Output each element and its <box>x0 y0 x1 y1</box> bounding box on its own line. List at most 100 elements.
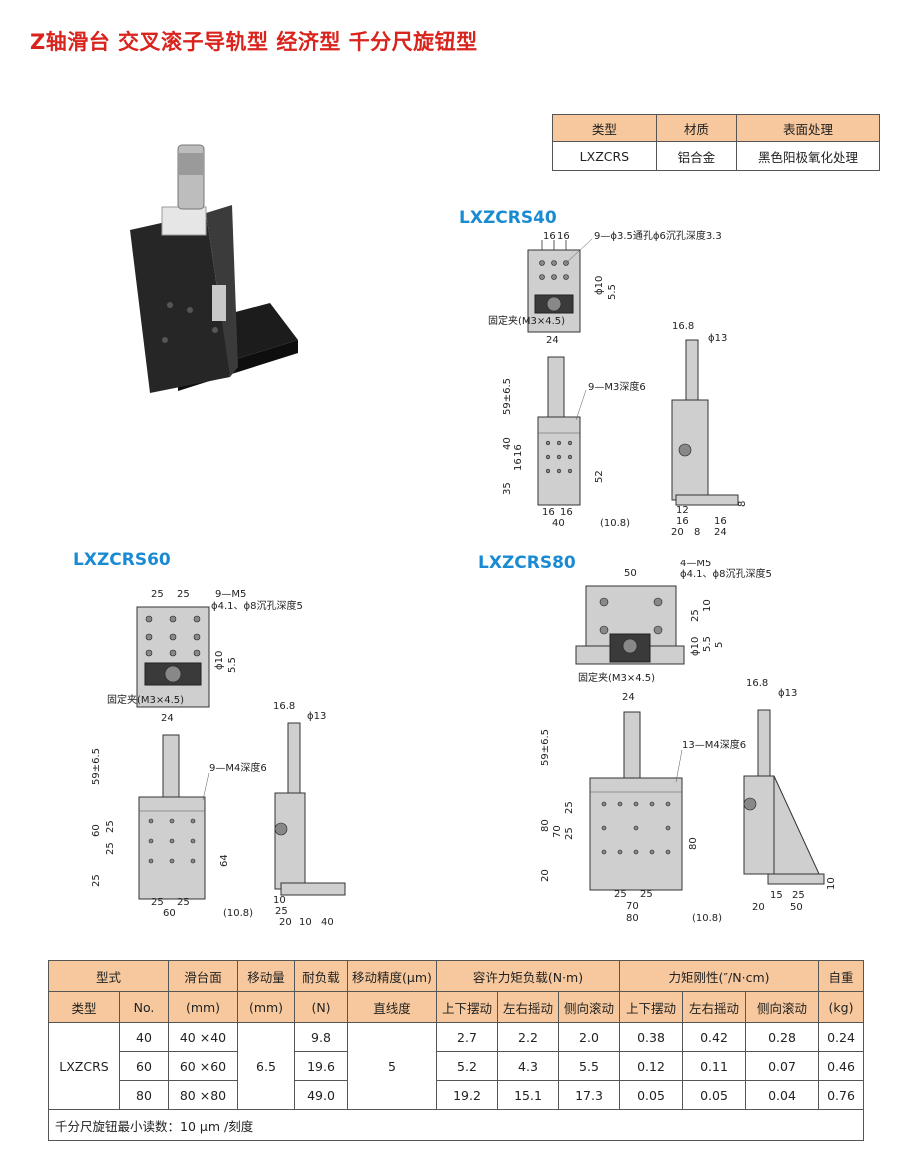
header-type: 类型 <box>552 114 657 142</box>
cell-weight: 0.76 <box>818 1080 864 1110</box>
th2-load-unit: (N) <box>294 991 348 1023</box>
dim-40-top-2: 16 <box>557 231 570 242</box>
dim-40-m3: 9—M3深度6 <box>588 380 646 393</box>
th-load: 耐负载 <box>294 960 348 992</box>
dim-80-50: 50 <box>624 568 637 579</box>
dim-80-20: 20 <box>540 869 551 882</box>
th2-travel-unit: (mm) <box>237 991 295 1023</box>
th2-type: 类型 <box>48 991 120 1023</box>
cell-load: 49.0 <box>294 1080 348 1110</box>
cell-load: 19.6 <box>294 1051 348 1081</box>
cell-r1: 0.38 <box>619 1022 683 1052</box>
dim-60-holes: ϕ4.1、ϕ8沉孔深度5 <box>211 599 303 612</box>
th2-m1: 上下摆动 <box>436 991 498 1023</box>
dim-40-20: 20 <box>671 527 684 535</box>
dim-80-25: 25 <box>690 609 701 622</box>
dim-80-50b: 50 <box>790 902 803 913</box>
dim-80-70v: 70 <box>552 825 563 838</box>
dim-80-10: 10 <box>702 599 713 612</box>
table-row: LXZCRS 40 40 ×40 6.5 9.8 5 2.7 2.2 2.0 0… <box>48 1022 864 1110</box>
dim-60-top-1: 25 <box>151 589 164 600</box>
dim-60-25h2: 25 <box>177 897 190 908</box>
cell-m3: 2.0 <box>558 1022 620 1052</box>
cell-m2: 4.3 <box>497 1051 559 1081</box>
dim-60-25h1: 25 <box>151 897 164 908</box>
dim-40-24h: 24 <box>714 527 727 535</box>
dim-80-25b: 25 <box>792 890 805 901</box>
cell-r2: 0.11 <box>682 1051 746 1081</box>
dim-60-phi10: ϕ10 <box>214 651 225 670</box>
dim-60-25b: 25 <box>275 906 288 917</box>
dim-80-70h: 70 <box>626 901 639 912</box>
dim-40-16a: 16 <box>676 516 689 527</box>
cell-no: 60 <box>119 1051 169 1081</box>
dim-40-40h: 40 <box>552 518 565 529</box>
dim-60-60h: 60 <box>163 908 176 919</box>
dim-60-m4: 9—M4深度6 <box>209 761 267 774</box>
cell-type: LXZCRS <box>552 141 657 171</box>
cell-face: 80 ×80 <box>168 1080 238 1110</box>
dim-40-16h1: 16 <box>542 507 555 518</box>
th2-r3: 侧向滚动 <box>745 991 819 1023</box>
dim-40-8h: 8 <box>694 527 700 535</box>
dim-80-holes: ϕ4.1、ϕ8沉孔深度5 <box>680 567 772 580</box>
dim-40-phi10: ϕ10 <box>594 276 605 295</box>
cell-m1: 5.2 <box>436 1051 498 1081</box>
drawing-lxzcrs60: 25 25 9—M5 ϕ4.1、ϕ8沉孔深度5 ϕ10 5.5 固定夹(M3×4… <box>91 589 346 928</box>
material-table: 类型 材质 表面处理 LXZCRS 铝合金 黑色阳极氧化处理 <box>552 114 880 171</box>
spec-table: 型式 滑台面 移动量 耐负载 移动精度(μm) 容许力矩负载(N·m) 力矩刚性… <box>48 960 864 1141</box>
dim-80-24: 24 <box>622 692 635 703</box>
cell-m1: 19.2 <box>436 1080 498 1110</box>
dim-80-5: 5 <box>714 642 725 648</box>
dim-60-10p8: (10.8) <box>223 908 253 919</box>
dim-80-25v2: 25 <box>564 827 575 840</box>
drawing-lxzcrs80: 50 4—M5 ϕ4.1、ϕ8沉孔深度5 25 10 ϕ10 5.5 5 固定夹… <box>540 560 837 924</box>
dim-40-16v2: 16 <box>513 458 524 471</box>
cell-r3: 0.04 <box>745 1080 819 1110</box>
dim-60-top-2: 25 <box>177 589 190 600</box>
table-row: 80 80 ×80 49.0 19.2 15.1 17.3 0.05 0.05 … <box>49 1080 864 1110</box>
dim-40-holes: 9—ϕ3.5通孔ϕ6沉孔深度3.3 <box>594 229 722 242</box>
dim-80-m5: 4—M5 <box>680 560 711 569</box>
th-moment: 容许力矩负载(N·m) <box>436 960 620 992</box>
cell-face: 40 ×40 <box>168 1022 238 1052</box>
dim-60-m5: 9—M5 <box>215 589 246 600</box>
th2-straightness: 直线度 <box>347 991 437 1023</box>
cell-r1: 0.12 <box>619 1051 683 1081</box>
cell-r2: 0.05 <box>682 1080 746 1110</box>
th2-m2: 左右摇动 <box>497 991 559 1023</box>
dim-80-80h: 80 <box>626 913 639 924</box>
cell-m2: 15.1 <box>497 1080 559 1110</box>
dim-60-10b: 10 <box>299 917 312 928</box>
th-rigidity: 力矩刚性(″/N·cm) <box>619 960 819 992</box>
th2-face-unit: (mm) <box>168 991 238 1023</box>
dim-80-phi10: ϕ10 <box>690 637 701 656</box>
cell-weight: 0.24 <box>818 1022 864 1052</box>
cell-r3: 0.07 <box>745 1051 819 1081</box>
cell-no: 80 <box>119 1080 169 1110</box>
th2-weight-unit: (kg) <box>818 991 864 1023</box>
dim-60-59: 59±6.5 <box>91 748 102 785</box>
model-label-60: LXZCRS60 <box>73 550 171 570</box>
cell-material: 铝合金 <box>655 141 738 171</box>
dim-80-80r: 80 <box>688 837 699 850</box>
th2-r1: 上下摆动 <box>619 991 683 1023</box>
dim-60-25v1: 25 <box>105 820 116 833</box>
header-material: 材质 <box>655 114 738 142</box>
dim-60-20: 20 <box>279 917 292 928</box>
th2-r2: 左右摇动 <box>682 991 746 1023</box>
dim-60-40: 40 <box>321 917 334 928</box>
dim-60-64: 64 <box>219 854 230 867</box>
dim-40-35: 35 <box>502 482 513 495</box>
dim-40-clamp: 固定夹(M3×4.5) <box>488 314 565 327</box>
dim-40-16b: 16 <box>714 516 727 527</box>
dim-80-25v1: 25 <box>564 801 575 814</box>
cell-face: 60 ×60 <box>168 1051 238 1081</box>
dim-40-top-1: 16 <box>543 231 556 242</box>
dim-40-5p5: 5.5 <box>607 284 618 300</box>
dim-80-20b: 20 <box>752 902 765 913</box>
cell-r2: 0.42 <box>682 1022 746 1052</box>
dim-60-16p8: 16.8 <box>273 701 295 712</box>
dim-60-60v: 60 <box>91 824 102 837</box>
dim-40-16p8: 16.8 <box>672 321 694 332</box>
